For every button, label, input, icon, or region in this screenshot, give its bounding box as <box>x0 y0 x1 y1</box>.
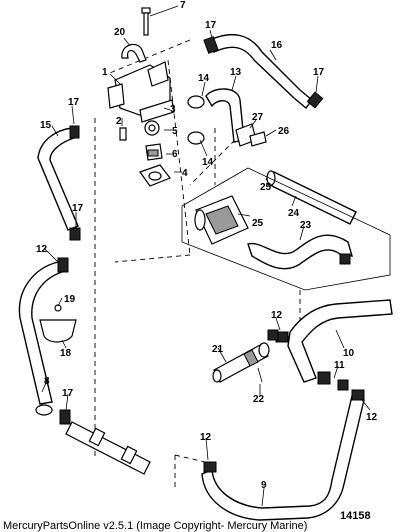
callout-16: 16 <box>271 40 283 51</box>
callout-19: 19 <box>64 294 76 305</box>
callout-21: 21 <box>212 344 224 355</box>
callout-4: 4 <box>182 168 188 179</box>
callout-9: 9 <box>261 480 267 491</box>
callout-17: 17 <box>62 388 74 399</box>
pipe-21 <box>212 342 270 383</box>
callout-20: 20 <box>114 27 126 38</box>
callout-2: 2 <box>116 116 122 127</box>
callout-6: 6 <box>172 149 178 160</box>
callout-24: 24 <box>288 208 300 219</box>
callout-3: 3 <box>170 104 176 115</box>
clip-20 <box>121 43 147 63</box>
callout-10: 10 <box>343 348 355 359</box>
callout-labels: 7 20 17 16 1 14 13 17 17 2 3 5 27 26 15 … <box>36 0 378 491</box>
callout-14: 14 <box>202 157 214 168</box>
cooler-25 <box>194 195 249 245</box>
fitting-27 <box>235 123 267 147</box>
callout-17: 17 <box>205 20 217 31</box>
assembly-box <box>181 167 391 291</box>
callout-15: 15 <box>40 120 52 131</box>
drawing-number: 14158 <box>340 510 371 522</box>
callout-17: 17 <box>72 203 84 214</box>
callout-26: 26 <box>278 126 290 137</box>
callout-17: 17 <box>313 67 325 78</box>
hose-9 <box>201 389 365 521</box>
callout-12: 12 <box>200 432 212 443</box>
callout-14: 14 <box>198 73 210 84</box>
hose-24 <box>266 170 357 225</box>
thermostat-parts <box>119 120 171 187</box>
callout-7: 7 <box>180 0 186 11</box>
manifold-pipe <box>65 421 151 475</box>
callout-25: 25 <box>260 182 272 193</box>
callout-22: 22 <box>253 394 265 405</box>
bracket-18 <box>39 304 77 343</box>
callout-5: 5 <box>172 126 178 137</box>
callout-12: 12 <box>366 412 378 423</box>
hose-15 <box>37 125 81 241</box>
bolt-7 <box>141 7 151 36</box>
callout-8: 8 <box>44 376 50 387</box>
callout-25: 25 <box>252 218 264 229</box>
callout-23: 23 <box>300 220 312 231</box>
callout-1: 1 <box>102 67 108 78</box>
hose-16 <box>203 33 324 110</box>
callout-12: 12 <box>36 244 48 255</box>
clamps <box>257 329 349 391</box>
leader-lines <box>41 5 371 507</box>
hose-23 <box>247 234 353 270</box>
hose-8 <box>18 257 71 425</box>
hose-10 <box>275 299 393 385</box>
callout-13: 13 <box>230 67 242 78</box>
callout-12: 12 <box>271 310 283 321</box>
callout-27: 27 <box>252 112 264 123</box>
callout-18: 18 <box>60 348 72 359</box>
callout-11: 11 <box>334 360 345 371</box>
dashed-guide-lines <box>94 39 301 490</box>
image-caption: MercuryPartsOnline v2.5.1 (Image Copyrig… <box>3 520 307 532</box>
callout-17: 17 <box>68 97 80 108</box>
thermostat-housing-1 <box>107 61 175 123</box>
hose-13 <box>187 88 245 145</box>
